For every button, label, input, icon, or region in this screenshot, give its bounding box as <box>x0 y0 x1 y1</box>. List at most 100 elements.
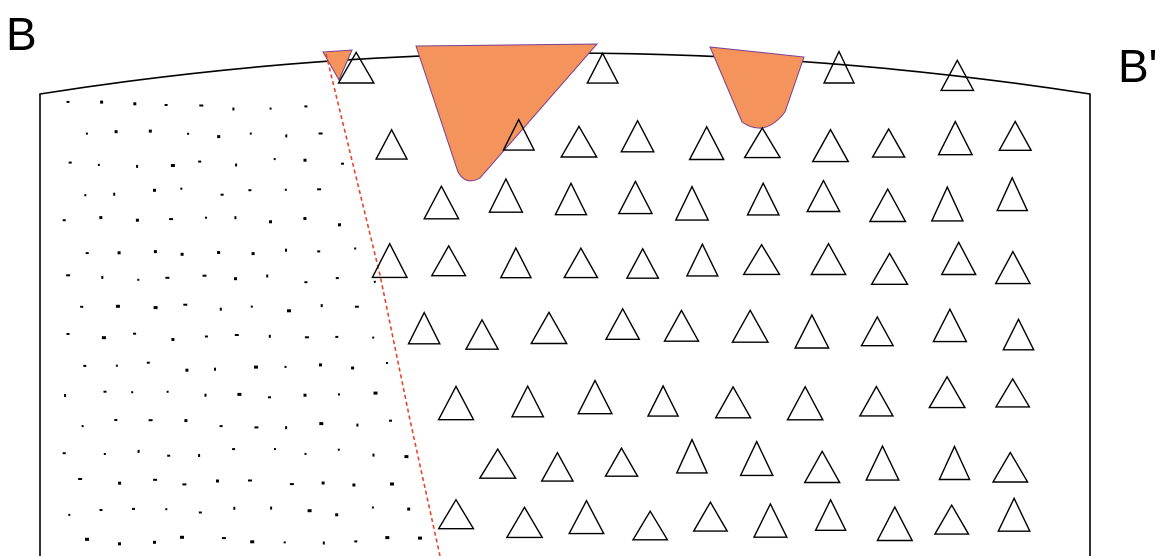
stipple-dot <box>269 220 272 224</box>
stipple-dot <box>182 483 187 486</box>
stipple-dot <box>180 535 184 539</box>
stipple-dot <box>83 364 87 367</box>
stipple-dot <box>373 391 378 395</box>
stipple-dot <box>114 419 118 421</box>
infill-body-medium <box>709 46 805 129</box>
infill-body-small <box>322 49 353 82</box>
stipple-dot <box>113 192 116 196</box>
triangle-symbol <box>505 505 544 539</box>
stipple-dot <box>251 252 255 256</box>
stipple-dot <box>386 362 388 364</box>
stipple-dot <box>135 218 139 222</box>
stipple-dot <box>219 307 222 311</box>
stipple-dot <box>170 164 175 167</box>
stipple-dot <box>407 507 411 511</box>
stipple-dot <box>68 161 72 164</box>
stipple-dot <box>80 305 84 308</box>
stipple-dot <box>137 449 140 453</box>
stipple-dot <box>418 536 422 540</box>
stipple-dot <box>103 390 107 393</box>
triangle-symbol <box>562 246 599 279</box>
stipple-dot <box>165 508 168 511</box>
triangle-symbol <box>663 308 700 342</box>
triangle-symbol <box>540 451 575 482</box>
stipple-dot <box>372 453 375 457</box>
stipple-dot <box>372 336 375 339</box>
triangle-symbol <box>617 179 654 215</box>
infill-bodies <box>322 43 805 182</box>
triangle-symbol <box>1002 317 1035 351</box>
stipple-dot <box>78 478 83 480</box>
triangle-symbol <box>938 444 971 481</box>
stipple-dot <box>165 276 170 279</box>
stipple-dot <box>304 336 309 339</box>
stipple-dot <box>285 248 287 252</box>
stipple-dot <box>269 107 272 110</box>
triangle-symbol <box>674 184 710 221</box>
triangle-symbol <box>374 128 409 160</box>
stipple-dot <box>371 506 374 509</box>
stipple-dot <box>268 396 271 399</box>
stipple-dot <box>354 247 357 250</box>
triangle-symbol <box>631 509 669 541</box>
triangle-unit <box>337 49 1035 542</box>
stipple-dot <box>202 274 207 277</box>
stipple-dot <box>220 193 224 196</box>
stipple-dot <box>248 479 252 482</box>
stipple-dot <box>198 160 202 163</box>
stipple-dot <box>204 393 207 397</box>
triangle-symbol <box>688 125 725 161</box>
stipple-dot <box>148 129 152 133</box>
triangle-symbol <box>604 307 641 340</box>
stipple-dot <box>62 452 66 455</box>
stipple-dot <box>335 335 339 338</box>
stipple-dot <box>153 540 156 544</box>
stipple-dot <box>233 506 236 510</box>
triangle-symbol <box>810 242 847 276</box>
triangle-symbol <box>529 310 568 345</box>
triangle-symbol <box>814 498 847 531</box>
triangle-symbol <box>806 179 841 213</box>
stipple-dot <box>307 509 312 513</box>
stipple-dot <box>187 132 190 135</box>
stipple-dot <box>335 277 339 280</box>
stipple-dot <box>373 280 376 283</box>
stipple-dot <box>66 100 70 103</box>
section-label-right: B' <box>1118 40 1157 92</box>
triangle-symbol <box>822 49 856 84</box>
stipple-dot <box>266 274 269 278</box>
triangle-symbol <box>858 385 895 417</box>
triangle-symbol <box>939 58 975 92</box>
triangle-symbol <box>865 444 900 481</box>
stipple-dot <box>285 134 288 138</box>
triangle-symbol <box>803 449 841 484</box>
triangle-symbol <box>860 315 895 347</box>
stipple-dot <box>304 105 308 108</box>
stipple-dot <box>153 306 158 310</box>
stipple-dot <box>153 188 156 192</box>
stipple-dot <box>250 305 253 308</box>
stipple-dot <box>171 338 175 341</box>
triangle-symbol <box>793 313 830 349</box>
triangle-symbol <box>685 242 719 277</box>
stipple-dot <box>318 132 323 135</box>
triangle-symbol <box>731 308 770 343</box>
stipple-dot <box>68 513 71 516</box>
stipple-dot <box>285 426 288 430</box>
stipple-dot <box>249 132 252 135</box>
triangle-symbol <box>930 185 964 222</box>
stipple-dot <box>234 216 237 220</box>
stipple-dot <box>64 394 67 397</box>
triangle-symbol <box>994 377 1031 408</box>
stipple-dot <box>205 216 207 219</box>
triangle-symbol <box>940 240 977 276</box>
stipple-dot <box>180 187 183 190</box>
triangle-symbol <box>675 437 709 474</box>
stipple-dot <box>232 448 236 451</box>
stipple-dot <box>284 188 287 191</box>
stipple-dot <box>254 365 258 369</box>
stipple-dot <box>320 304 323 308</box>
stipple-dot <box>100 100 104 104</box>
stipple-dot <box>352 483 356 487</box>
